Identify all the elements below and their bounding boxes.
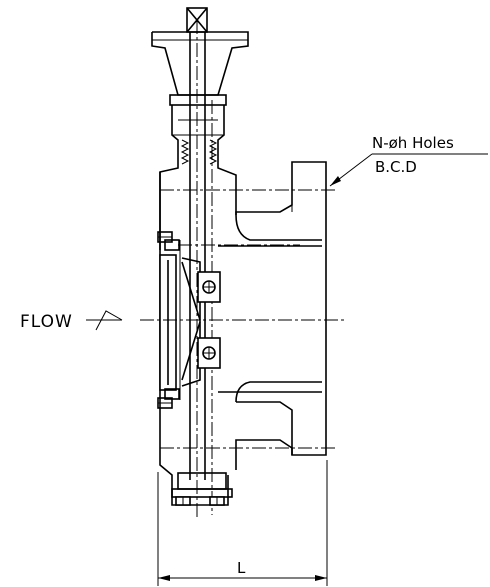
packing-springs <box>180 139 218 165</box>
valve-body-left <box>159 172 229 506</box>
flow-arrow-icon <box>86 310 123 331</box>
disc-wedge <box>181 257 201 387</box>
center-lines <box>140 189 345 449</box>
holes-label: N-øh Holes <box>372 134 454 152</box>
left-bolts-lower <box>157 388 180 409</box>
mounting-bracket <box>151 31 249 106</box>
stem-lug-upper <box>197 271 221 303</box>
holes-leader <box>329 153 488 187</box>
left-bolts-upper <box>157 231 180 251</box>
bcd-label: B.C.D <box>375 158 417 176</box>
upper-neck <box>159 105 237 250</box>
valve-stem <box>189 20 213 520</box>
stem-lug-lower <box>197 337 221 369</box>
dimension-l-label: L <box>237 559 246 577</box>
dimension-l <box>157 460 328 586</box>
bottom-end-cap <box>171 472 233 506</box>
flow-label: FLOW <box>20 312 73 332</box>
right-flange-body <box>218 161 327 470</box>
